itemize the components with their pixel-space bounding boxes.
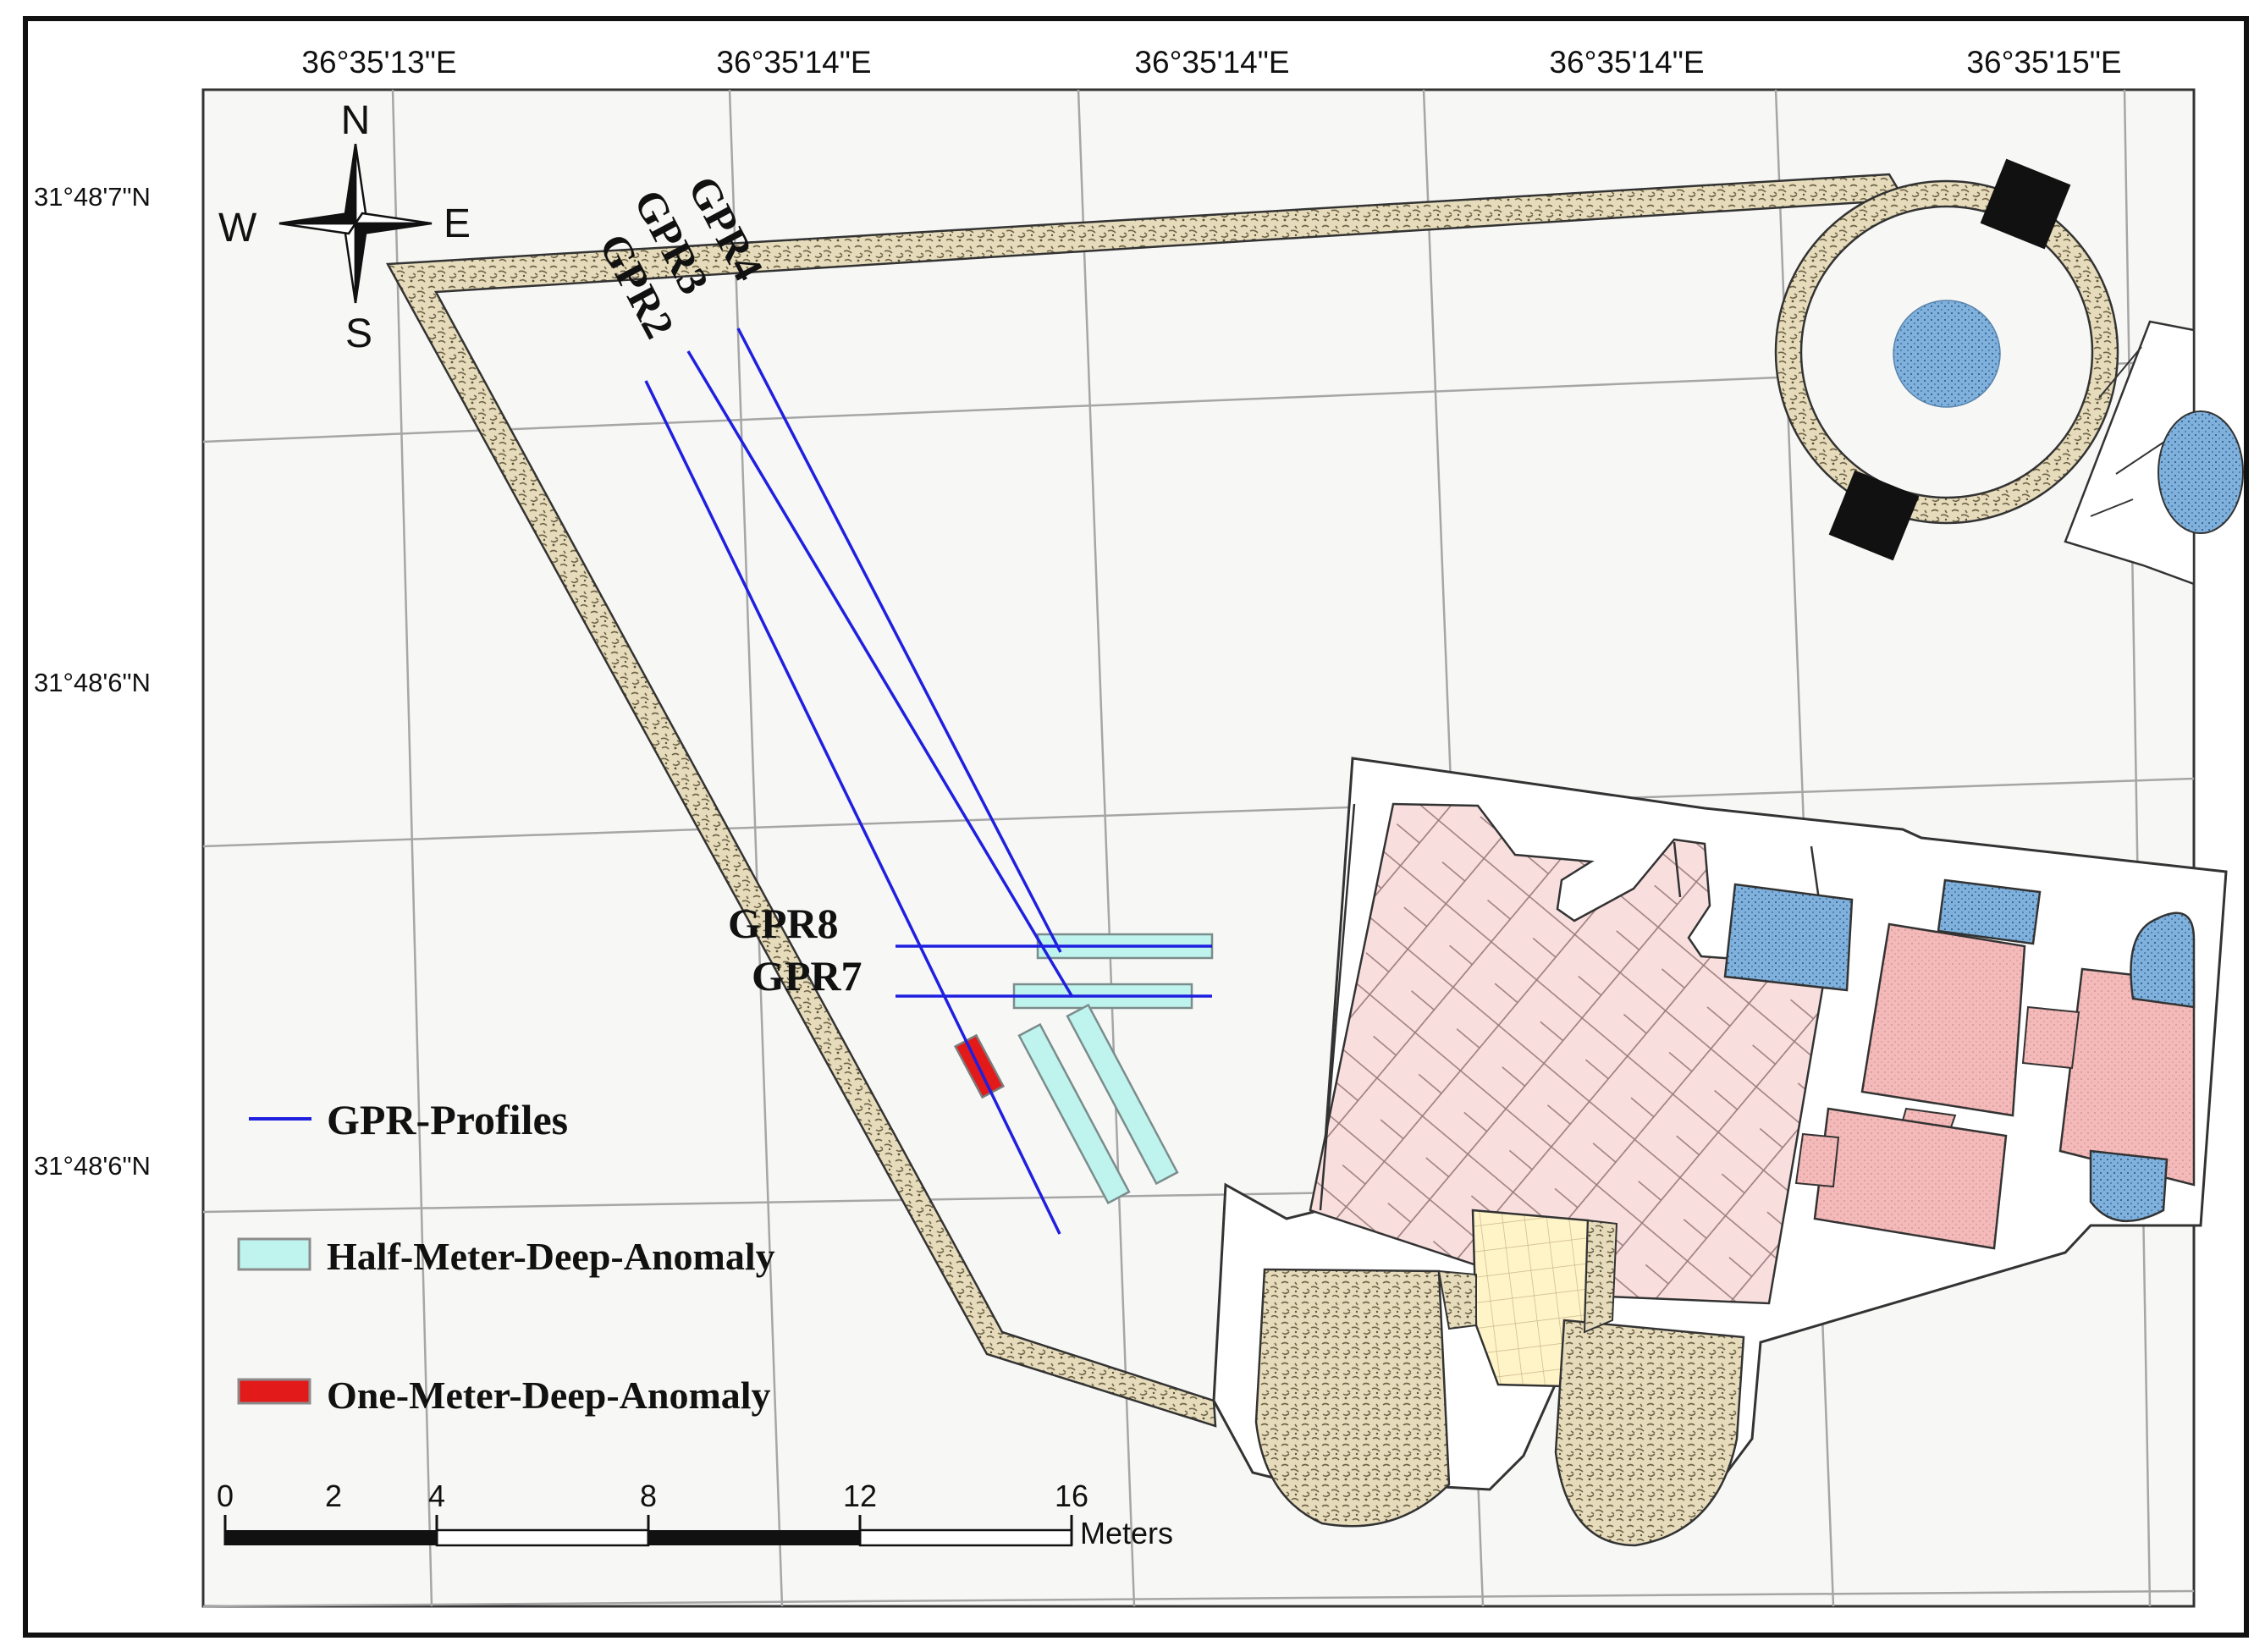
- building-complex: [1212, 757, 2228, 1547]
- right-edge-building: [2064, 320, 2244, 586]
- tower-block-bottom: [1828, 470, 1920, 561]
- legend-profile-label: GPR-Profiles: [327, 1096, 568, 1143]
- lon-label-3: 36°35'14"E: [1134, 45, 1289, 80]
- half-meter-anomaly-4: [1066, 1003, 1179, 1186]
- scale-tick-12: 12: [843, 1479, 877, 1513]
- profile-line-gpr4: [736, 328, 1062, 953]
- round-structure: [1774, 158, 2119, 561]
- lon-label-1: 36°35'13"E: [301, 45, 456, 80]
- scale-tick-2: 2: [325, 1479, 342, 1513]
- profile-line-gpr3: [686, 350, 1074, 998]
- lon-label-4: 36°35'14"E: [1549, 45, 1704, 80]
- blue-room-2: [1937, 878, 2042, 945]
- legend-one-meter-label: One-Meter-Deep-Anomaly: [327, 1374, 771, 1417]
- half-meter-anomaly-3: [1017, 1022, 1131, 1205]
- compass-north: N: [341, 98, 371, 143]
- lon-label-5: 36°35'15"E: [1966, 45, 2121, 80]
- scale-tick-4: 4: [428, 1479, 445, 1513]
- rubble-apse-left: [1254, 1268, 1451, 1528]
- pink-room-1: [1860, 922, 2026, 1117]
- profile-label-gpr7: GPR7: [752, 952, 862, 999]
- scale-tick-0: 0: [217, 1479, 234, 1513]
- scale-tick-8: 8: [640, 1479, 657, 1513]
- tower-block-top: [1980, 158, 2071, 250]
- scale-tick-16: 16: [1055, 1479, 1088, 1513]
- lat-label-2: 31°48'6"N: [34, 668, 151, 697]
- left-coordinate-labels: 31°48'7"N 31°48'6"N 31°48'6"N: [34, 182, 151, 1181]
- round-water-pool: [1893, 300, 2001, 408]
- lon-label-2: 36°35'14"E: [716, 45, 871, 80]
- scale-bar: 0 2 4 8 12 16 Meters: [217, 1479, 1173, 1550]
- gpr-profile-lines: [644, 328, 1212, 1235]
- legend-one-meter-swatch: [237, 1378, 311, 1405]
- compass-west: W: [218, 206, 257, 251]
- north-arrow: N S E W: [218, 98, 471, 356]
- top-coordinate-labels: 36°35'13"E 36°35'14"E 36°35'14"E 36°35'1…: [301, 45, 2121, 80]
- lat-label-3: 31°48'6"N: [34, 1151, 151, 1181]
- lat-label-1: 31°48'7"N: [34, 182, 151, 212]
- compass-east: E: [444, 201, 471, 246]
- compass-south: S: [345, 311, 372, 356]
- legend: GPR-Profiles Half-Meter-Deep-Anomaly One…: [237, 1096, 775, 1417]
- legend-half-meter-label: Half-Meter-Deep-Anomaly: [327, 1235, 775, 1278]
- scale-unit: Meters: [1080, 1516, 1173, 1550]
- rubble-apse-right: [1554, 1319, 1745, 1547]
- profile-label-gpr8: GPR8: [728, 900, 839, 947]
- profile-line-gpr2: [644, 380, 1061, 1235]
- blue-room-1: [1723, 883, 1854, 992]
- enclosure-wall: [385, 173, 1907, 1428]
- legend-half-meter-swatch: [237, 1237, 311, 1271]
